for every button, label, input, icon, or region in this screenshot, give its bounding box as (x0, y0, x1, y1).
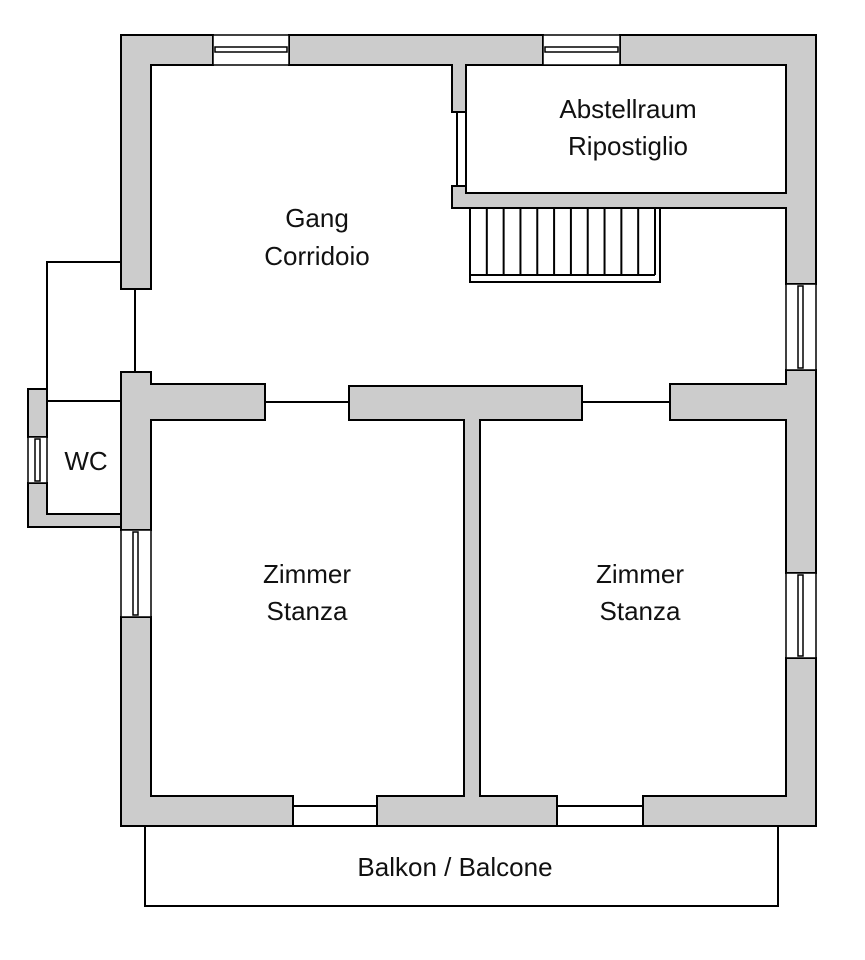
window-top-left (212, 34, 290, 66)
storage-label-de: Abstellraum (559, 94, 696, 124)
wall-right-middle (669, 369, 817, 574)
window-left (120, 529, 152, 618)
wall-center-t (348, 385, 583, 827)
wall-bottom-right (642, 657, 817, 827)
balcony-label: Balkon / Balcone (357, 852, 552, 882)
room-left-label-de: Zimmer (263, 559, 351, 589)
wall-wc-top (27, 388, 48, 438)
wall-left-middle (120, 371, 266, 531)
wall-wc-bottom (27, 482, 122, 528)
room-left-label-it: Stanza (267, 596, 348, 626)
wall-bottom-left (120, 616, 294, 827)
window-right-upper (785, 283, 817, 371)
corridor-label-it: Corridoio (264, 241, 370, 271)
corridor-label-de: Gang (285, 203, 349, 233)
window-top-right (542, 34, 621, 66)
wc-annex-outline (46, 261, 121, 389)
wall-top-left (120, 34, 214, 290)
stairs-outline (469, 207, 661, 283)
storage-label-it: Ripostiglio (568, 131, 688, 161)
stairs (469, 207, 661, 283)
window-wc (27, 436, 48, 484)
wall-top-middle (288, 34, 544, 113)
wc-label: WC (64, 446, 107, 476)
window-right-lower (785, 572, 817, 659)
room-right-label-it: Stanza (600, 596, 681, 626)
room-right-label-de: Zimmer (596, 559, 684, 589)
storage-outline (465, 64, 787, 194)
